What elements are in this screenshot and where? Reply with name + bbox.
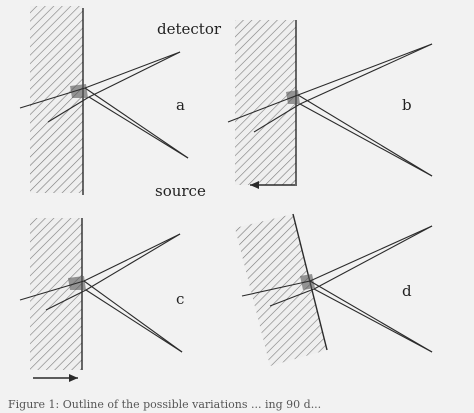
panel-c: c — [19, 218, 184, 382]
panel-label-c: c — [176, 290, 184, 308]
detector-ray-c-2 — [85, 233, 181, 291]
sample-block-b — [235, 20, 296, 185]
panel-b: b — [227, 20, 433, 186]
source-ray-d-2 — [313, 288, 433, 353]
panel-a: a — [19, 6, 189, 195]
detector-ray-c-1 — [83, 233, 181, 282]
incident-ray-c-2 — [45, 289, 87, 311]
incident-ray-b-1 — [227, 94, 299, 123]
source-ray-c-2 — [85, 289, 183, 353]
left-arrow — [250, 181, 295, 189]
sample-block-a — [30, 6, 83, 193]
detector-ray-d-2 — [313, 225, 433, 290]
detector-ray-b-1 — [297, 43, 433, 96]
incident-ray-a-1 — [19, 87, 86, 109]
incident-ray-b-2 — [253, 103, 301, 133]
incident-ray-d-1 — [241, 280, 311, 297]
source-label: source — [155, 182, 206, 200]
sample-block-d — [235, 214, 327, 366]
source-ray-b-1 — [297, 94, 433, 177]
panel-d: d — [235, 213, 433, 366]
panel-label-d: d — [402, 282, 412, 300]
detector-ray-d-1 — [309, 225, 433, 282]
incident-ray-c-1 — [19, 280, 85, 301]
right-arrow — [33, 374, 78, 382]
figure-caption: Figure 1: Outline of the possible variat… — [8, 398, 321, 411]
sample-block-c — [30, 218, 82, 370]
detector-label: detector — [157, 20, 222, 38]
beam-spot-a — [70, 84, 88, 98]
source-ray-d-1 — [309, 280, 433, 353]
panel-label-b: b — [402, 96, 412, 114]
detector-ray-b-2 — [299, 43, 433, 105]
source-ray-b-2 — [299, 103, 433, 177]
incident-ray-d-2 — [269, 288, 315, 307]
incident-ray-a-2 — [47, 96, 90, 123]
panel-label-a: a — [176, 96, 185, 114]
detector-ray-a-1 — [84, 51, 181, 89]
source-ray-a-1 — [84, 87, 189, 159]
source-ray-a-2 — [88, 96, 189, 159]
detector-ray-a-2 — [88, 51, 181, 98]
source-ray-c-1 — [83, 280, 183, 353]
